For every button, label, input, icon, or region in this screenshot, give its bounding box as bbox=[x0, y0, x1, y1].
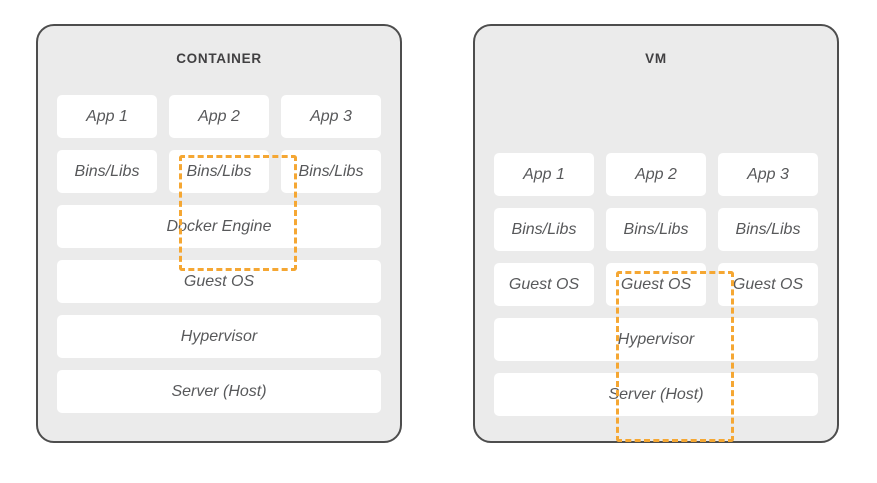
layer-cell-hypervisor: Hypervisor bbox=[494, 318, 818, 361]
layer-cell-app-3: App 3 bbox=[718, 153, 818, 196]
layer-row: Guest OS Guest OS Guest OS bbox=[494, 263, 818, 306]
layer-cell-guest-os: Guest OS bbox=[57, 260, 381, 303]
layer-row: Server (Host) bbox=[57, 370, 381, 413]
layer-cell-bins-libs: Bins/Libs bbox=[169, 150, 269, 193]
layer-cell-app-3: App 3 bbox=[281, 95, 381, 138]
layer-row: App 1 App 2 App 3 bbox=[57, 95, 381, 138]
layer-cell-hypervisor: Hypervisor bbox=[57, 315, 381, 358]
layer-cell-app-1: App 1 bbox=[57, 95, 157, 138]
layer-cell-guest-os: Guest OS bbox=[494, 263, 594, 306]
layer-cell-guest-os: Guest OS bbox=[718, 263, 818, 306]
layer-row: Hypervisor bbox=[494, 318, 818, 361]
vm-panel-header: VM bbox=[494, 26, 818, 90]
layer-row: Server (Host) bbox=[494, 373, 818, 416]
layer-cell-app-2: App 2 bbox=[606, 153, 706, 196]
container-panel-header: CONTAINER bbox=[57, 26, 381, 90]
layer-row: Bins/Libs Bins/Libs Bins/Libs bbox=[57, 150, 381, 193]
layer-row: Hypervisor bbox=[57, 315, 381, 358]
container-panel-title: CONTAINER bbox=[176, 50, 262, 66]
layer-cell-bins-libs: Bins/Libs bbox=[281, 150, 381, 193]
layer-cell-app-1: App 1 bbox=[494, 153, 594, 196]
layer-cell-bins-libs: Bins/Libs bbox=[606, 208, 706, 251]
layer-cell-bins-libs: Bins/Libs bbox=[494, 208, 594, 251]
layer-cell-bins-libs: Bins/Libs bbox=[57, 150, 157, 193]
layer-cell-server-host: Server (Host) bbox=[494, 373, 818, 416]
layer-row: Docker Engine bbox=[57, 205, 381, 248]
layer-row: App 1 App 2 App 3 bbox=[494, 153, 818, 196]
layer-cell-guest-os: Guest OS bbox=[606, 263, 706, 306]
layer-cell-bins-libs: Bins/Libs bbox=[718, 208, 818, 251]
layer-cell-docker-engine: Docker Engine bbox=[57, 205, 381, 248]
layer-row: Guest OS bbox=[57, 260, 381, 303]
layer-row: Bins/Libs Bins/Libs Bins/Libs bbox=[494, 208, 818, 251]
layer-cell-server-host: Server (Host) bbox=[57, 370, 381, 413]
vm-panel-title: VM bbox=[645, 50, 667, 66]
layer-cell-app-2: App 2 bbox=[169, 95, 269, 138]
